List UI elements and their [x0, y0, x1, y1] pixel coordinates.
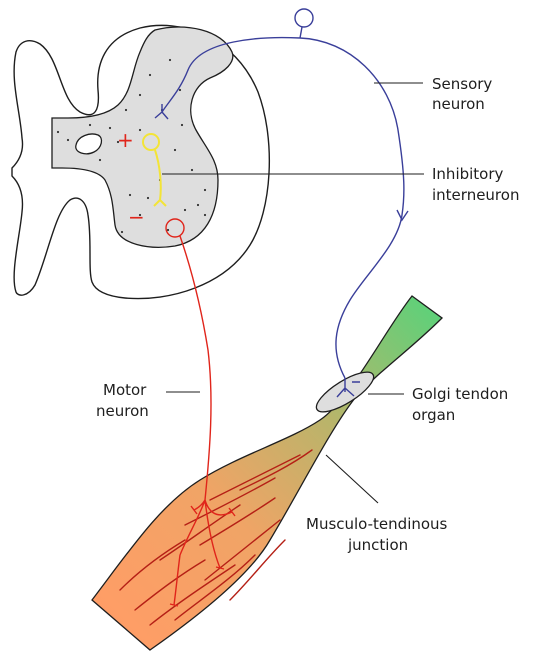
sensory-stalk: [300, 27, 302, 38]
spinal-cord: [12, 25, 269, 298]
inhibitory-label-line2: interneuron: [432, 186, 519, 204]
motor-label-line2: neuron: [96, 402, 149, 420]
golgi-label-line1: Golgi tendon: [412, 385, 508, 403]
muscle-tendon: [92, 296, 442, 650]
sensory-label-line1: Sensory: [432, 75, 492, 93]
motor-label-line1: Motor: [103, 381, 147, 399]
sensory-axon-peripheral: [300, 38, 404, 378]
junction-label-line1: Musculo-tendinous: [306, 515, 448, 533]
muscle-body: [92, 296, 442, 650]
inhibitory-sign: −: [128, 205, 145, 229]
junction-leader: [326, 455, 378, 503]
sensory-cell-body: [295, 9, 313, 27]
excitatory-sign: +: [117, 128, 134, 152]
inhibitory-label-line1: Inhibitory: [432, 165, 504, 183]
junction-label-line2: junction: [347, 536, 408, 554]
golgi-label-line2: organ: [412, 406, 455, 424]
sensory-label-line2: neuron: [432, 95, 485, 113]
